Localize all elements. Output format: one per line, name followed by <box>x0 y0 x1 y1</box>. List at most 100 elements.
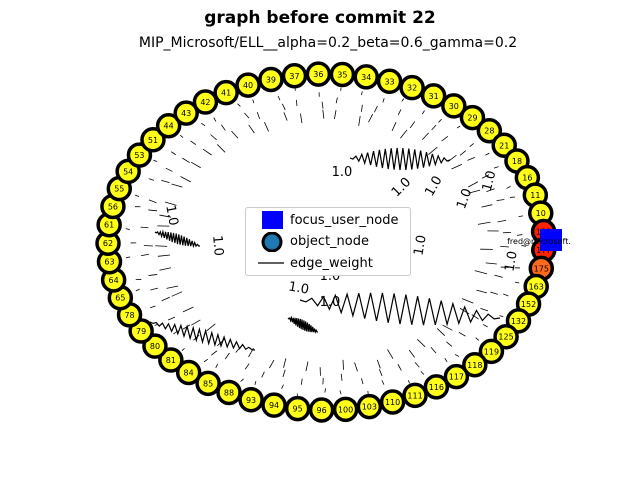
edge <box>180 176 191 183</box>
edge <box>300 113 303 124</box>
edge <box>454 354 460 357</box>
object-node[interactable] <box>441 93 467 119</box>
node-label: 78 <box>124 311 134 320</box>
object-node[interactable] <box>238 387 264 413</box>
object-node[interactable] <box>235 72 261 98</box>
object-node[interactable] <box>284 395 311 422</box>
edge <box>476 289 487 294</box>
object-node[interactable] <box>155 112 182 139</box>
edge <box>167 316 176 321</box>
object-node[interactable] <box>459 104 486 131</box>
node-label: 36 <box>313 70 323 79</box>
object-node[interactable] <box>173 100 199 126</box>
edge <box>150 287 158 291</box>
edge <box>182 157 190 164</box>
object-node[interactable] <box>399 74 425 101</box>
edge <box>494 274 503 278</box>
object-node[interactable] <box>305 61 332 87</box>
legend-item-object-node: object_node <box>254 231 369 253</box>
edge <box>202 148 212 156</box>
object-node[interactable] <box>478 338 505 365</box>
edge-weight-label: 1.0 <box>502 250 520 273</box>
edge <box>438 118 442 123</box>
node-label: 29 <box>467 114 477 123</box>
edge <box>441 136 449 142</box>
object-node[interactable] <box>376 68 403 95</box>
edge <box>471 314 479 320</box>
node-label: 62 <box>103 239 113 248</box>
node-label: 111 <box>407 391 422 400</box>
edge <box>376 359 381 369</box>
focus-user-node[interactable] <box>540 229 562 251</box>
edge <box>191 319 201 326</box>
edge-weight-label: 1.0 <box>209 235 226 257</box>
edge <box>422 132 429 140</box>
edge <box>221 124 226 131</box>
node-label: 84 <box>184 368 194 377</box>
object-node[interactable] <box>379 389 406 415</box>
edge <box>397 109 402 116</box>
node-label: 43 <box>181 109 191 118</box>
edge <box>164 201 177 206</box>
object-node[interactable] <box>462 352 488 378</box>
edge <box>277 95 281 101</box>
object-node[interactable] <box>443 363 470 390</box>
object-node[interactable] <box>420 83 447 109</box>
legend-item-edge-weight: edge_weight <box>254 254 373 272</box>
edge <box>458 331 466 337</box>
object-node[interactable] <box>175 359 202 386</box>
object-node[interactable] <box>258 66 284 93</box>
edge <box>368 113 374 123</box>
edge <box>161 296 170 302</box>
edge <box>140 226 149 229</box>
edge <box>181 348 185 352</box>
object-node[interactable] <box>281 63 308 89</box>
edge <box>148 199 157 204</box>
node-label: 110 <box>385 398 400 407</box>
node-label: 152 <box>521 300 536 309</box>
node-label: 125 <box>498 333 513 342</box>
object-node[interactable] <box>195 370 221 397</box>
object-node[interactable] <box>308 397 335 423</box>
edge <box>468 181 479 188</box>
edge-weight-label: 1.0 <box>422 174 445 199</box>
edge-bundle <box>154 229 200 249</box>
edge <box>407 380 410 384</box>
object-node[interactable] <box>192 89 219 115</box>
object-node[interactable] <box>216 379 242 406</box>
edge <box>281 103 286 111</box>
edge <box>514 281 520 284</box>
edge <box>264 122 269 132</box>
edge <box>414 362 420 368</box>
object-node[interactable] <box>476 117 503 144</box>
node-label: 32 <box>407 84 417 93</box>
object-node[interactable] <box>402 382 428 409</box>
edge <box>157 254 171 257</box>
edge <box>211 350 218 356</box>
edge <box>224 352 230 360</box>
legend: focus_user_node object_node edge_weight <box>245 207 411 276</box>
object-node[interactable] <box>329 61 356 88</box>
node-label: 103 <box>362 403 377 412</box>
object-node[interactable] <box>261 392 287 418</box>
object-node[interactable] <box>493 323 519 350</box>
node-label: 40 <box>243 81 253 90</box>
object-node[interactable] <box>423 374 450 400</box>
node-label: 10 <box>536 209 546 218</box>
edge <box>506 186 511 189</box>
node-label: 79 <box>136 327 146 336</box>
edge <box>361 378 364 385</box>
object-node[interactable] <box>213 79 239 106</box>
edge-weight-label: 1.0 <box>162 204 180 227</box>
object-node[interactable] <box>140 127 166 153</box>
edge-weight-label: 1.0 <box>389 175 414 200</box>
object-node[interactable] <box>332 396 359 423</box>
object-node[interactable] <box>353 64 379 90</box>
edge <box>155 245 168 247</box>
edge <box>397 364 402 371</box>
node-label: 132 <box>511 317 526 326</box>
object-node[interactable] <box>158 347 184 373</box>
object-node[interactable] <box>356 393 383 420</box>
edge <box>269 359 275 369</box>
